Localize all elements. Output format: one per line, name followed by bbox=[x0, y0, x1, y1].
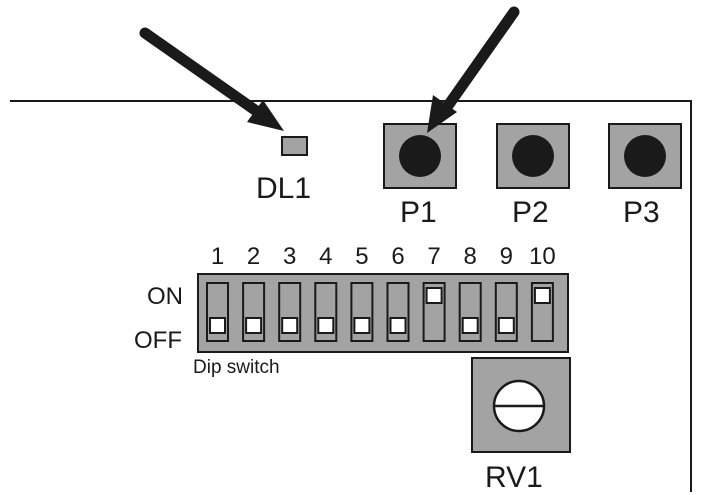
dip-switch-3 bbox=[278, 282, 302, 342]
led-dl1 bbox=[281, 136, 308, 156]
dip-knob-7 bbox=[425, 287, 443, 304]
dip-knob-3 bbox=[281, 317, 299, 334]
dip-knob-9 bbox=[497, 317, 515, 334]
dip-knob-2 bbox=[245, 317, 263, 334]
dip-off-label: OFF bbox=[134, 327, 182, 354]
led-label: DL1 bbox=[256, 172, 311, 205]
dip-number-10: 10 bbox=[529, 243, 556, 270]
dip-knob-10 bbox=[533, 287, 551, 304]
dip-number-3: 3 bbox=[283, 243, 296, 270]
trimmer-rv1 bbox=[471, 357, 571, 453]
dip-switch-6 bbox=[386, 282, 410, 342]
button-p2 bbox=[496, 123, 570, 189]
dip-number-5: 5 bbox=[355, 243, 368, 270]
dip-on-label: ON bbox=[147, 283, 183, 310]
dip-knob-5 bbox=[353, 317, 371, 334]
dip-number-6: 6 bbox=[391, 243, 404, 270]
dip-switch-4 bbox=[314, 282, 338, 342]
arrow-led-icon bbox=[139, 27, 284, 131]
dip-number-2: 2 bbox=[247, 243, 260, 270]
button-p2-label: P2 bbox=[512, 196, 549, 229]
arrow-p1-icon bbox=[427, 6, 520, 133]
dip-switch-caption: Dip switch bbox=[193, 357, 280, 378]
dip-knob-1 bbox=[209, 317, 226, 334]
dip-switch-7 bbox=[422, 282, 446, 342]
dip-switch-5 bbox=[350, 282, 374, 342]
dip-knob-4 bbox=[317, 317, 335, 334]
dip-number-9: 9 bbox=[500, 243, 513, 270]
dip-switch-9 bbox=[494, 282, 518, 342]
dip-knob-6 bbox=[389, 317, 407, 334]
button-p1 bbox=[383, 123, 457, 189]
button-p3-label: P3 bbox=[623, 196, 660, 229]
dip-knob-8 bbox=[461, 317, 479, 334]
button-p1-label: P1 bbox=[400, 196, 437, 229]
dip-number-8: 8 bbox=[464, 243, 477, 270]
dip-switch-10 bbox=[530, 282, 554, 342]
dip-switch-2 bbox=[242, 282, 266, 342]
dip-number-7: 7 bbox=[427, 243, 440, 270]
dip-switch-array bbox=[206, 282, 554, 342]
button-p3 bbox=[608, 123, 682, 189]
dip-switch-1 bbox=[206, 282, 229, 342]
dip-number-1: 1 bbox=[211, 243, 224, 270]
dip-switch-8 bbox=[458, 282, 482, 342]
dip-number-4: 4 bbox=[319, 243, 332, 270]
trimmer-label: RV1 bbox=[485, 461, 543, 494]
